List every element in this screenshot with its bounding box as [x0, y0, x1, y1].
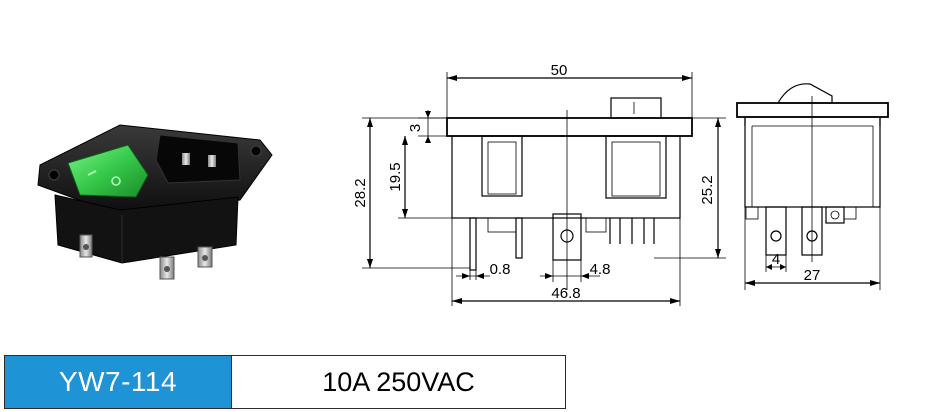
product-photo: [37, 124, 273, 280]
dim-overall-height: 28.2: [352, 178, 369, 207]
dim-terminal-width: 4.8: [590, 261, 611, 278]
dim-body-width: 46.8: [551, 285, 580, 302]
dim-right-height: 25.2: [699, 175, 716, 204]
electrical-rating: 10A 250VAC: [231, 356, 565, 408]
dim-side-depth: 27: [804, 267, 821, 284]
model-number: YW7-114: [5, 356, 231, 408]
dim-body-height: 19.5: [387, 162, 404, 191]
spec-footer: YW7-114 10A 250VAC: [4, 355, 566, 409]
front-view: 50 3 19.5 28.2 25.2 0.8 4: [352, 62, 726, 306]
side-view: 4 27: [736, 83, 889, 290]
technical-drawings: 50 3 19.5 28.2 25.2 0.8 4: [352, 62, 889, 306]
dim-front-width: 50: [551, 62, 568, 79]
dim-terminal-offset: 0.8: [490, 261, 511, 278]
dim-side-terminal: 4: [772, 251, 780, 268]
dim-flange-thickness: 3: [407, 124, 424, 132]
